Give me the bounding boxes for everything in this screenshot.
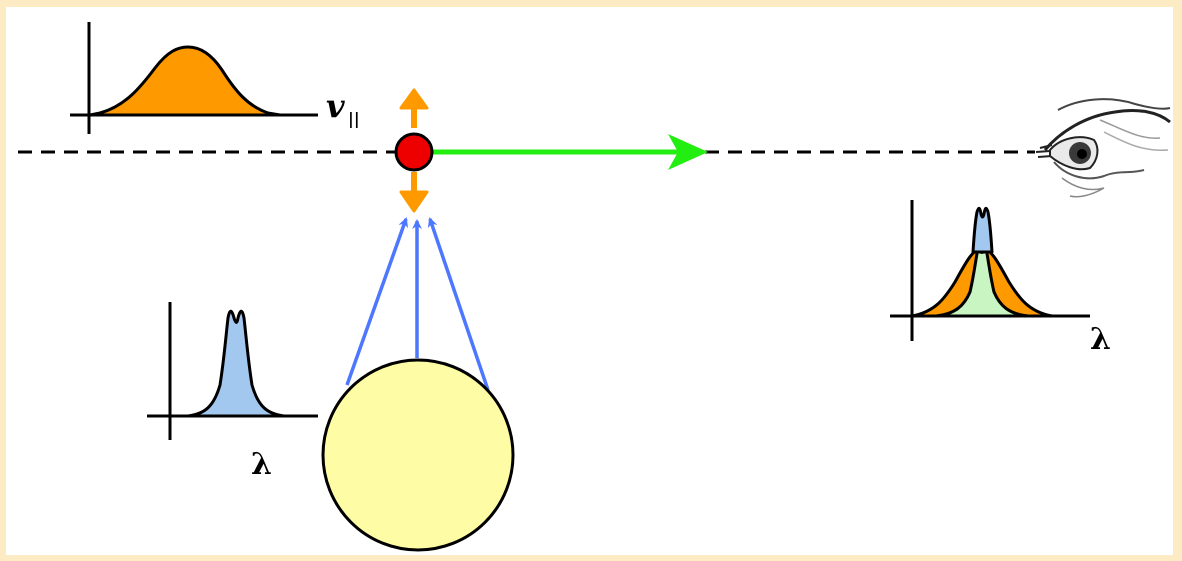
velocity-distribution-curve <box>88 45 282 117</box>
ray-left <box>345 217 409 386</box>
star <box>321 358 515 552</box>
observed-lambda-label: λ <box>1090 322 1111 357</box>
particle <box>394 132 434 172</box>
light-rays <box>345 217 490 391</box>
eye-icon <box>1035 98 1171 198</box>
star-spectrum-curve <box>186 309 286 418</box>
star-spectrum-lambda-label: λ <box>251 447 272 482</box>
observed-spectrum-plot: λ <box>890 200 1111 357</box>
observed-peak-residual <box>971 206 994 254</box>
star-spectrum-plot: λ <box>147 302 318 482</box>
particle-motion <box>394 88 434 213</box>
velocity-axis-label: v <box>326 87 345 125</box>
line-of-sight-arrow <box>432 134 708 170</box>
velocity-axis-subscript: || <box>348 109 360 128</box>
velocity-distribution-plot: v || <box>70 22 360 134</box>
ray-right <box>427 217 490 391</box>
